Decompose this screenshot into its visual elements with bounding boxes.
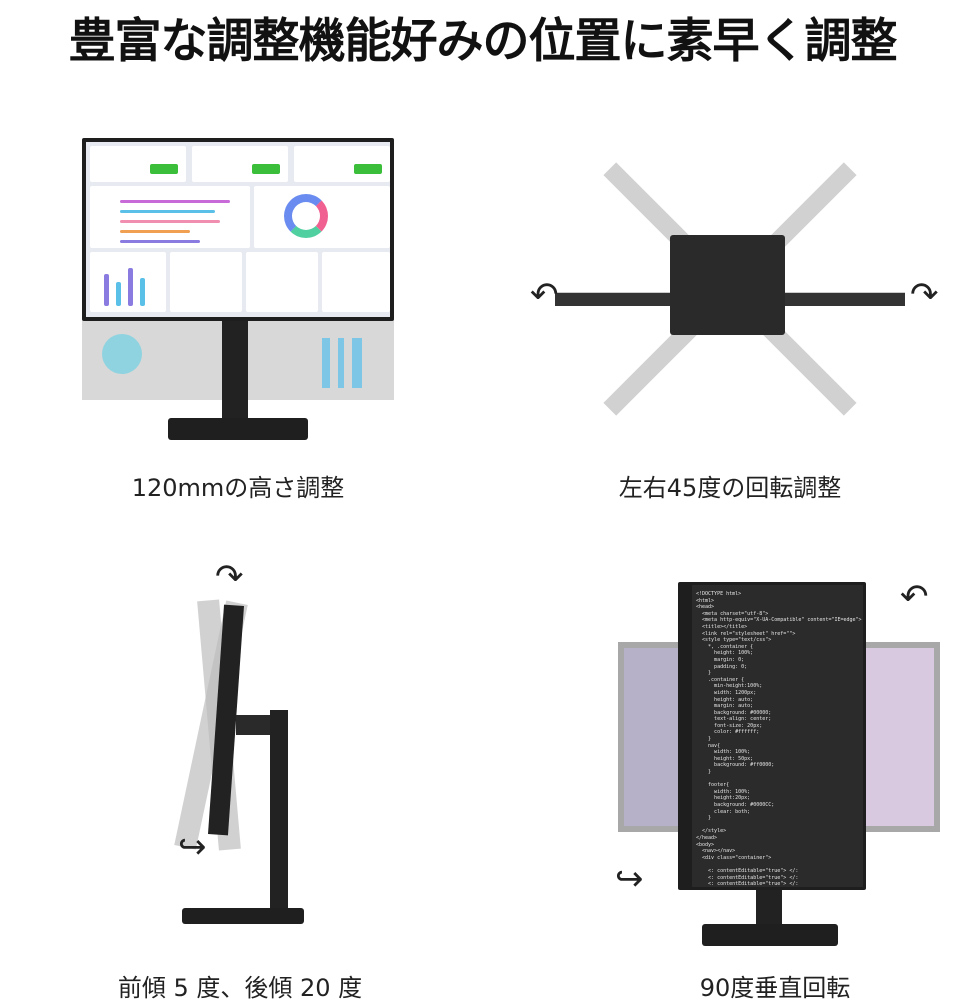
height-adjust-illustration xyxy=(82,138,394,443)
ghost-bars xyxy=(322,338,362,388)
stand-neck xyxy=(222,321,248,419)
stand-top-view xyxy=(670,235,785,335)
stand-neck xyxy=(270,710,288,910)
caption-swivel: 左右45度の回転調整 xyxy=(618,474,842,502)
rotate-left-arrow-icon: ↶ xyxy=(530,275,559,315)
monitor xyxy=(82,138,394,321)
ghost-gauge xyxy=(102,334,142,374)
rotate-top-arrow-icon: ↶ xyxy=(900,577,929,617)
dashboard-screen xyxy=(86,142,390,317)
page-title: 豊富な調整機能好みの位置に素早く調整 xyxy=(68,14,898,69)
tilt-illustration: ↷ ↪ xyxy=(170,560,320,950)
stand-base xyxy=(182,908,304,924)
caption-height-adjust: 120mmの高さ調整 xyxy=(131,474,345,502)
tilt-back-arrow-icon: ↷ xyxy=(215,557,244,597)
stand-base xyxy=(168,418,308,440)
code-screen: <!DOCTYPE html> <html> <head> <meta char… xyxy=(692,585,863,887)
portrait-monitor: <!DOCTYPE html> <html> <head> <meta char… xyxy=(678,582,866,890)
stand-base xyxy=(702,924,838,946)
rotate-bottom-arrow-icon: ↪ xyxy=(615,859,644,899)
stand-neck xyxy=(756,890,782,926)
tilt-forward-arrow-icon: ↪ xyxy=(178,827,207,867)
pivot-illustration: <!DOCTYPE html> <html> <head> <meta char… xyxy=(610,580,950,950)
caption-pivot: 90度垂直回転 xyxy=(699,974,851,1002)
swivel-illustration: ↶ ↷ xyxy=(530,160,940,420)
caption-tilt: 前傾 5 度、後傾 20 度 xyxy=(117,974,363,1002)
rotate-right-arrow-icon: ↷ xyxy=(910,275,939,315)
